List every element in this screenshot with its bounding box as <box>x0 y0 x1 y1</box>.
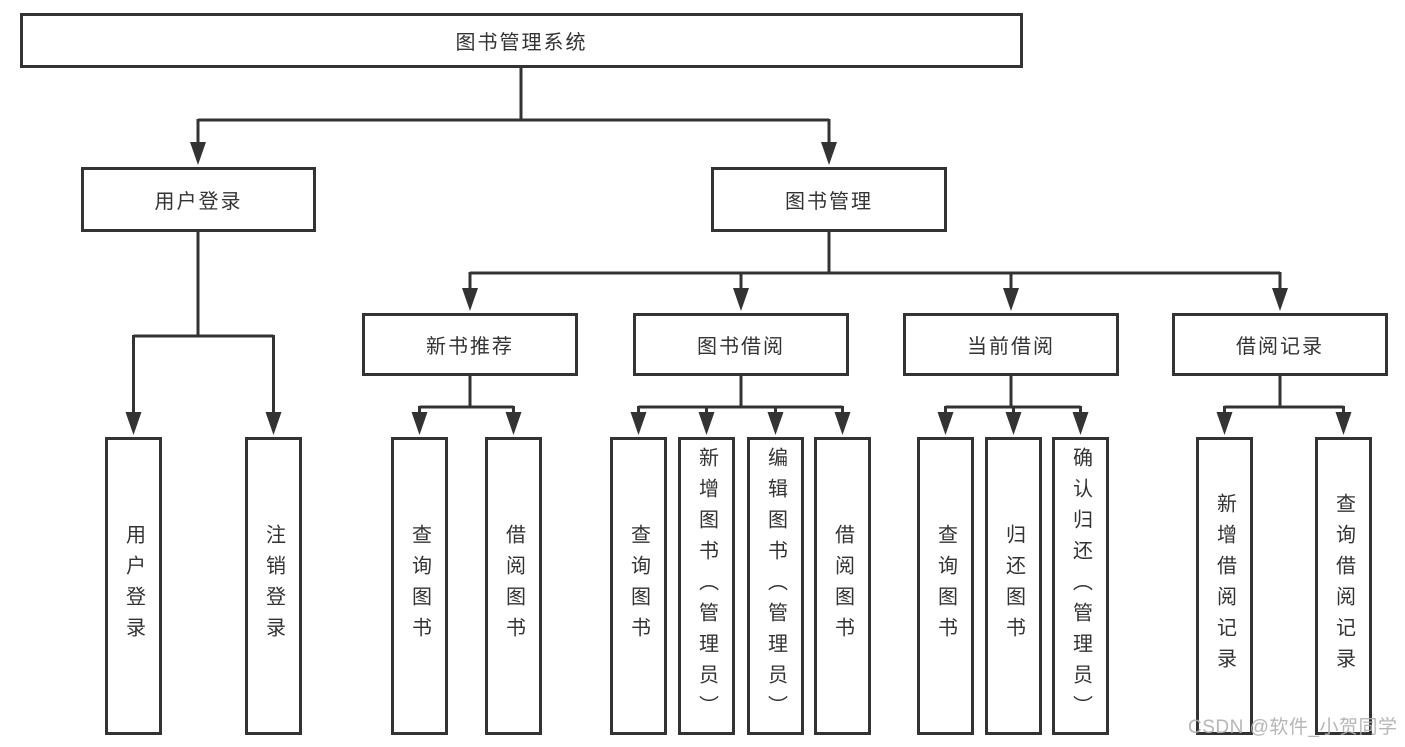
leaf-records-query-record: 查询借阅记录 <box>1315 437 1372 735</box>
node-root: 图书管理系统 <box>20 13 1023 68</box>
leaf-borrow-add-books-admin: 新增图书（管理员） <box>678 437 735 735</box>
node-label: 编辑图书（管理员） <box>764 446 787 726</box>
node-label: 借阅图书 <box>831 524 854 648</box>
node-label: 新增借阅记录 <box>1213 493 1236 679</box>
node-label: 查询图书 <box>627 524 650 648</box>
leaf-borrow-borrow-books: 借阅图书 <box>814 437 871 735</box>
node-label: 查询借阅记录 <box>1332 493 1355 679</box>
node-label: 注销登录 <box>262 524 285 648</box>
node-user-login: 用户登录 <box>81 167 316 232</box>
node-label: 用户登录 <box>154 191 243 213</box>
leaf-current-return-books: 归还图书 <box>985 437 1042 735</box>
node-label: 当前借阅 <box>967 336 1055 358</box>
leaf-current-query-books: 查询图书 <box>917 437 974 735</box>
node-label: 确认归还（管理员） <box>1069 446 1092 726</box>
node-label: 借阅记录 <box>1236 336 1324 358</box>
node-label: 图书借阅 <box>697 336 785 358</box>
leaf-borrow-query-books: 查询图书 <box>610 437 667 735</box>
leaf-logout-login: 注销登录 <box>245 437 302 735</box>
leaf-records-add-record: 新增借阅记录 <box>1196 437 1253 735</box>
arrowheads <box>125 142 1352 435</box>
node-label: 查询图书 <box>408 524 431 648</box>
leaf-newrec-query-books: 查询图书 <box>391 437 448 735</box>
node-new-book-recommend: 新书推荐 <box>362 313 578 376</box>
leaf-borrow-edit-books-admin: 编辑图书（管理员） <box>747 437 804 735</box>
watermark: CSDN @软件_小贺同学 <box>1188 717 1398 738</box>
node-current-borrow: 当前借阅 <box>903 313 1119 376</box>
node-label: 新增图书（管理员） <box>695 446 718 726</box>
leaf-newrec-borrow-books: 借阅图书 <box>485 437 542 735</box>
node-borrow-records: 借阅记录 <box>1172 313 1388 376</box>
leaf-current-confirm-return-admin: 确认归还（管理员） <box>1052 437 1109 735</box>
node-label: 图书管理系统 <box>455 32 588 54</box>
node-label: 归还图书 <box>1002 524 1025 648</box>
leaf-user-login: 用户登录 <box>105 437 162 735</box>
node-book-borrow: 图书借阅 <box>633 313 849 376</box>
node-label: 查询图书 <box>934 524 957 648</box>
node-label: 用户登录 <box>122 524 145 648</box>
node-label: 图书管理 <box>785 191 873 213</box>
node-label: 新书推荐 <box>426 336 514 358</box>
node-label: 借阅图书 <box>502 524 525 648</box>
node-book-management: 图书管理 <box>711 167 947 232</box>
